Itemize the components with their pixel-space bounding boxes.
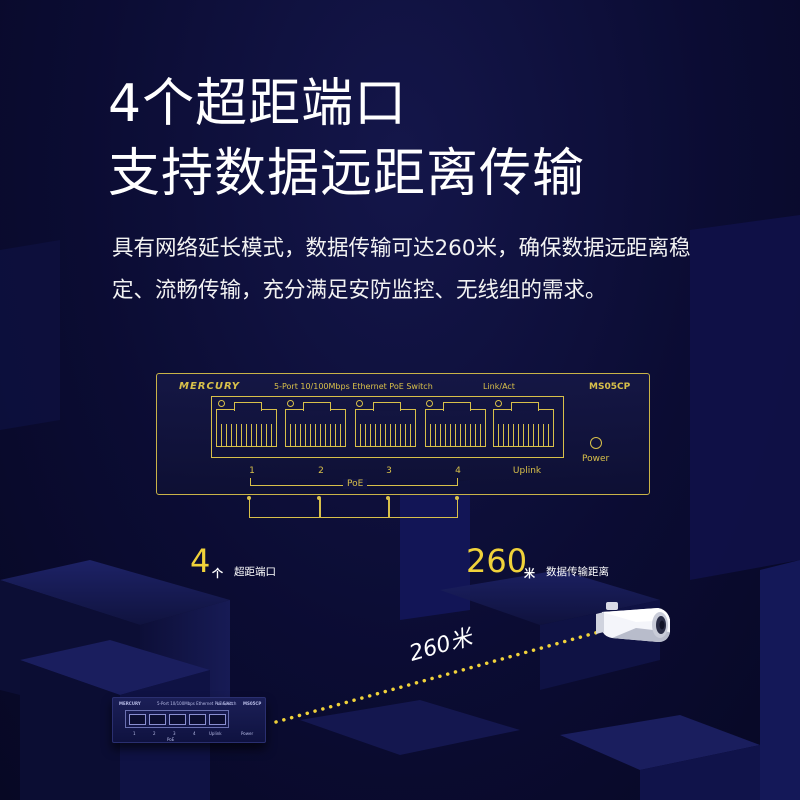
port-label-3: 3	[386, 466, 392, 476]
description-text: 具有网络延长模式，数据传输可达260米，确保数据远距离稳定、流畅传输，充分满足安…	[112, 236, 691, 303]
headline-line-1: 4个超距端口	[108, 74, 408, 134]
security-camera-icon	[596, 602, 670, 642]
mini-port-label-4: 4	[193, 731, 196, 736]
ethernet-port-uplink	[493, 402, 554, 447]
mini-switch-model: MS05CP	[243, 701, 262, 706]
mini-power-label: Power	[241, 731, 254, 736]
mini-switch-ports	[125, 710, 229, 728]
headline-line-2: 支持数据远距离传输	[108, 144, 586, 204]
mini-switch-brand: MERCURY	[119, 701, 141, 706]
stat-ports-label: 超距端口	[234, 566, 276, 578]
stat-ports-number: 4	[190, 542, 211, 580]
mini-port	[209, 714, 226, 725]
mini-port	[169, 714, 186, 725]
mini-port-label-uplink: Uplink	[209, 731, 222, 736]
switch-brand: MERCURY	[179, 381, 240, 392]
power-led-icon	[590, 437, 602, 449]
poe-label: PoE	[343, 479, 368, 489]
bracket-dot	[247, 496, 251, 500]
stat-ports-unit: 个	[212, 567, 223, 580]
port-label-1: 1	[249, 466, 255, 476]
bracket-tick	[319, 498, 321, 517]
port-label-uplink: Uplink	[512, 466, 542, 476]
bracket-tick	[388, 498, 390, 517]
ethernet-port-1	[216, 402, 277, 447]
mini-port	[129, 714, 146, 725]
ethernet-port-4	[425, 402, 486, 447]
mini-port	[149, 714, 166, 725]
bracket-dot	[455, 496, 459, 500]
link-act-label: Link/Act	[483, 382, 515, 391]
power-label: Power	[582, 454, 610, 464]
port-bracket	[247, 496, 459, 518]
ethernet-port-2	[285, 402, 346, 447]
mini-switch-link-act: Link/Act	[217, 701, 233, 706]
mini-poe-label: PoE	[167, 737, 175, 742]
stat-distance-number: 260	[466, 542, 528, 580]
mini-port	[189, 714, 206, 725]
port-group	[211, 396, 564, 458]
port-led-icon	[218, 400, 225, 407]
mini-switch-description: 5-Port 10/100Mbps Ethernet PoE Switch	[157, 701, 237, 706]
network-switch-icon: MERCURY 5-Port 10/100Mbps Ethernet PoE S…	[112, 697, 266, 743]
switch-model: MS05CP	[589, 382, 631, 392]
port-led-icon	[426, 400, 433, 407]
port-label-4: 4	[455, 466, 461, 476]
switch-model-description: 5-Port 10/100Mbps Ethernet PoE Switch	[274, 382, 433, 391]
port-label-2: 2	[318, 466, 324, 476]
ethernet-port-3	[355, 402, 416, 447]
port-led-icon	[287, 400, 294, 407]
port-led-icon	[356, 400, 363, 407]
mini-port-label-1: 1	[133, 731, 136, 736]
stat-distance-label: 数据传输距离	[546, 566, 609, 578]
mini-port-label-2: 2	[153, 731, 156, 736]
stat-distance-unit: 米	[524, 567, 535, 580]
mini-port-label-3: 3	[173, 731, 176, 736]
switch-front-panel: MERCURY 5-Port 10/100Mbps Ethernet PoE S…	[156, 373, 650, 495]
port-led-icon	[495, 400, 502, 407]
